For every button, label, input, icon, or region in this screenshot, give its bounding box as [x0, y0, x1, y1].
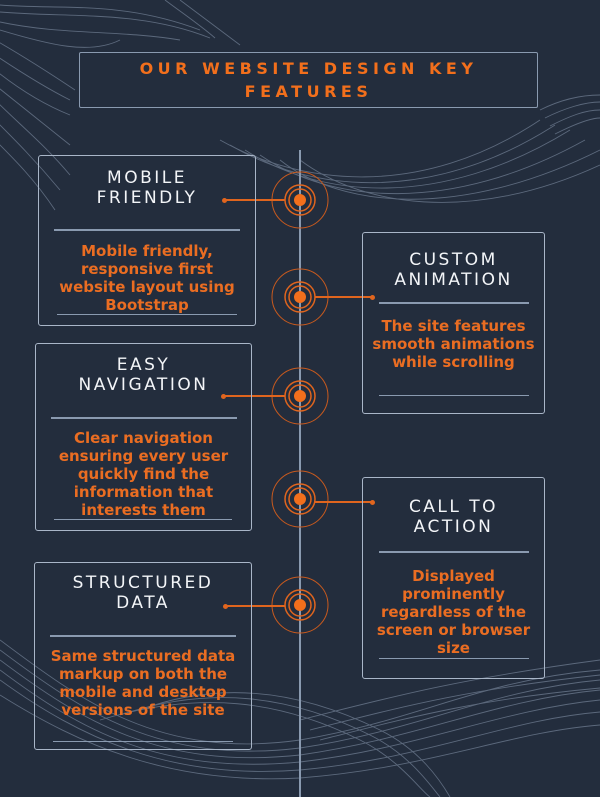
divider — [378, 551, 529, 553]
feature-description: The site features smooth animations whil… — [372, 316, 535, 371]
feature-card-structured-data: STRUCTURED DATA Same structured data mar… — [34, 562, 252, 750]
feature-title: EASY NAVIGATION — [78, 355, 209, 395]
connector-line — [315, 501, 373, 503]
feature-title: MOBILE FRIENDLY — [96, 168, 198, 208]
feature-title: CALL TO ACTION — [408, 497, 499, 537]
divider — [57, 313, 237, 315]
feature-card-call-to-action: CALL TO ACTION Displayed prominently reg… — [362, 477, 545, 679]
feature-title: STRUCTURED DATA — [72, 573, 214, 613]
feature-card-easy-navigation: EASY NAVIGATION Clear navigation ensurin… — [35, 343, 252, 531]
divider — [378, 302, 529, 304]
divider — [53, 740, 233, 742]
page-title-box: OUR WEBSITE DESIGN KEY FEATURES — [79, 52, 538, 108]
feature-description: Displayed prominently regardless of the … — [376, 566, 531, 657]
feature-title: CUSTOM ANIMATION — [394, 250, 513, 290]
connector-line — [315, 296, 373, 298]
divider — [50, 417, 237, 419]
connector-line — [226, 605, 285, 607]
target-node-icon — [271, 171, 329, 229]
page-title: OUR WEBSITE DESIGN KEY FEATURES — [139, 59, 478, 101]
feature-description: Clear navigation ensuring every user qui… — [58, 428, 229, 519]
feature-card-mobile-friendly: MOBILE FRIENDLY Mobile friendly, respons… — [38, 155, 256, 326]
divider — [54, 229, 240, 231]
connector-line — [224, 395, 285, 397]
divider — [50, 635, 236, 637]
timeline-vertical-line — [299, 150, 301, 797]
connector-dot — [223, 604, 228, 609]
connector-dot — [370, 295, 375, 300]
divider — [379, 657, 529, 659]
connector-dot — [221, 394, 226, 399]
feature-description: Mobile friendly, responsive first websit… — [59, 241, 235, 314]
divider — [54, 518, 232, 520]
target-node-icon — [271, 470, 329, 528]
feature-card-custom-animation: CUSTOM ANIMATION The site features smoot… — [362, 232, 545, 414]
feature-description: Same structured data markup on both the … — [50, 646, 236, 719]
connector-dot — [222, 198, 227, 203]
divider — [379, 394, 529, 396]
connector-dot — [370, 500, 375, 505]
